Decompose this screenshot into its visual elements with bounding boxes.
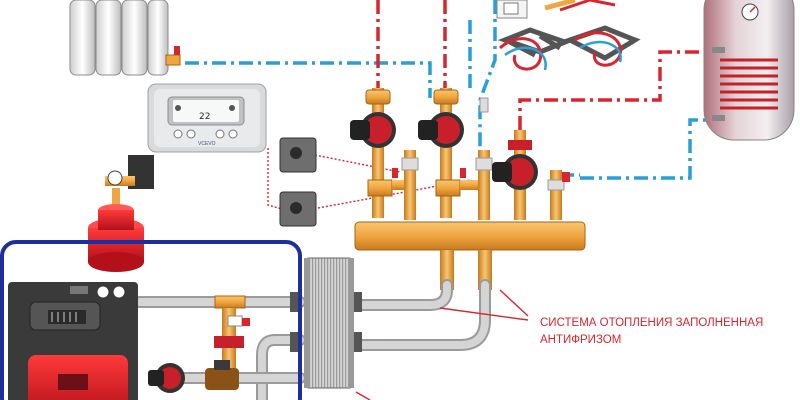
underfloor-return-line-a [478, 0, 497, 150]
expansion-tank-icon [88, 155, 154, 272]
circulation-pump-icon [350, 112, 396, 148]
water-heater-tank-icon [703, 0, 795, 141]
riser-tank [492, 130, 570, 220]
tank-return-line [580, 118, 712, 180]
servo-actuator-icon [279, 137, 317, 227]
manifold-icon [354, 221, 586, 290]
riser-radiator [350, 88, 419, 220]
radiator-return-line [185, 61, 432, 98]
thermostat-icon: 22 VCEVO [147, 83, 267, 153]
caption-pointers [355, 289, 529, 400]
thermostat-brand: VCEVO [198, 141, 216, 147]
boiler-highlight-frame [0, 240, 302, 400]
plate-heat-exchanger-icon [290, 257, 362, 389]
circulation-pump-icon-2 [418, 112, 464, 148]
boiler-circulation-pump-icon [148, 363, 185, 393]
radiator-icon [69, 0, 181, 76]
thermostat-display-value: 22 [199, 112, 210, 122]
caption-line-2: АНТИФРИЗОМ [540, 334, 621, 346]
underfloor-loop-icon [496, 0, 641, 71]
boiler-icon [8, 282, 138, 400]
circulation-pump-icon-3 [492, 154, 538, 190]
caption-line-1: СИСТЕМА ОТОПЛЕНИЯ ЗАПОЛНЕННАЯ [540, 317, 763, 329]
tank-supply-line [518, 50, 710, 130]
boiler-pump-group [148, 295, 250, 393]
riser-underfloor [418, 88, 493, 220]
